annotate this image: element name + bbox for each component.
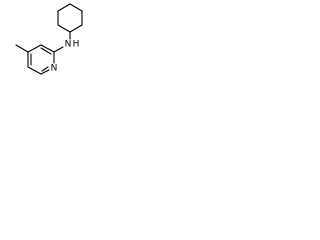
bond — [41, 66, 49, 72]
bond — [69, 3, 83, 12]
bond — [57, 24, 71, 33]
bond-methyl — [15, 44, 29, 53]
amine-hydrogen-label: H — [73, 40, 80, 50]
bond — [40, 47, 52, 55]
bond — [40, 44, 55, 53]
chemical-structure: N H N — [15, 3, 83, 75]
amine-nitrogen-label: N — [65, 40, 72, 50]
bond — [27, 66, 42, 75]
bond — [69, 24, 83, 33]
bond — [27, 44, 42, 53]
bond — [40, 69, 50, 75]
bond — [57, 3, 71, 12]
bond-nitrogen-pyridine — [53, 46, 64, 53]
pyridine-ring — [27, 44, 55, 75]
cyclohexyl-ring — [57, 3, 83, 33]
ring-nitrogen-label: N — [51, 64, 58, 74]
